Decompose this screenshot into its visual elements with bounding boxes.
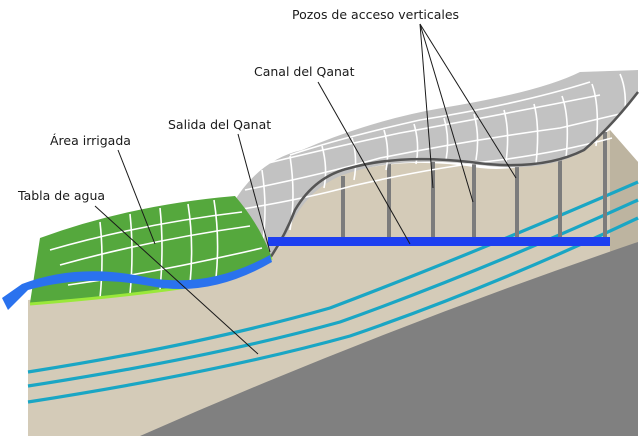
leader-lines xyxy=(94,23,517,355)
shaft xyxy=(387,160,391,246)
leader-shafts xyxy=(419,23,517,179)
qanat-canal xyxy=(268,237,610,246)
shaft xyxy=(558,158,562,240)
bedrock-layer xyxy=(140,242,638,436)
label-qanat-outlet: Salida del Qanat xyxy=(168,117,271,132)
leader-shafts xyxy=(419,23,434,189)
leader-water-table xyxy=(94,205,259,355)
label-vertical-shafts: Pozos de acceso verticales xyxy=(292,7,459,22)
irrigation-river xyxy=(2,255,272,310)
hill-surface-grid xyxy=(235,73,629,249)
leader-canal xyxy=(317,81,411,245)
label-water-table: Tabla de agua xyxy=(17,188,105,203)
vertical-shafts xyxy=(341,132,607,246)
leader-shafts xyxy=(419,23,474,203)
shaft xyxy=(431,158,435,246)
shaft xyxy=(341,176,345,246)
shaft xyxy=(472,162,476,246)
leader-irrigated xyxy=(117,149,156,245)
shaft xyxy=(603,132,607,240)
hill-rim xyxy=(268,91,639,259)
leader-outlet xyxy=(237,133,271,253)
label-irrigated-area: Área irrigada xyxy=(50,133,131,148)
shaft xyxy=(515,166,519,246)
label-qanat-canal: Canal del Qanat xyxy=(254,64,355,79)
field-grid xyxy=(49,199,263,299)
